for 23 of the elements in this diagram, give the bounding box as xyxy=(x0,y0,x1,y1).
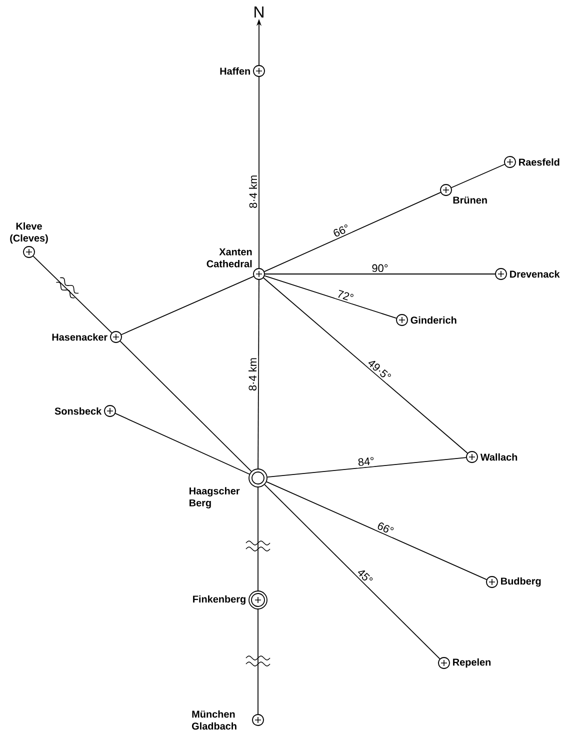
connector-line xyxy=(32,256,112,334)
connector-line xyxy=(266,481,487,580)
edge-label: 49·5° xyxy=(364,356,394,384)
connector-line xyxy=(266,457,467,478)
connector-line xyxy=(451,164,505,188)
edge-label: 45° xyxy=(354,566,376,588)
connector-line xyxy=(264,275,397,319)
connector-line xyxy=(121,276,254,336)
connector-line xyxy=(264,484,440,660)
edge-label: 66° xyxy=(374,519,397,538)
connector-line xyxy=(263,277,468,454)
edge-label: 90° xyxy=(370,262,390,274)
connector-line xyxy=(114,413,250,475)
connector-line xyxy=(120,340,252,472)
connector-line xyxy=(258,280,260,469)
edge-label: 8·4 km xyxy=(246,356,258,392)
edge-label: 66° xyxy=(330,222,352,240)
connector-line xyxy=(258,76,260,268)
edge-label: 72° xyxy=(334,288,356,304)
edge-label: 84° xyxy=(356,455,376,468)
connector-line xyxy=(264,192,442,272)
north-label: N xyxy=(254,6,264,18)
edge-label: 8·4 km xyxy=(248,173,259,210)
